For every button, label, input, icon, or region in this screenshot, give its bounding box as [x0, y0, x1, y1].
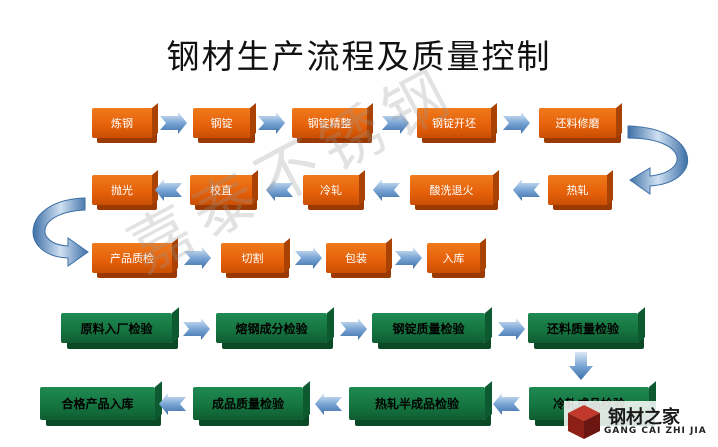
step-product-inspection: 产品质检: [92, 243, 172, 273]
qc-melt-composition-inspection: 熔钢成分检验: [216, 313, 327, 343]
qc-hot-rolled-semi-inspection: 热轧半成品检验: [349, 387, 485, 420]
step-warehousing: 入库: [427, 243, 480, 273]
page-title: 钢材生产流程及质量控制: [166, 37, 552, 76]
arrow-right: [184, 247, 422, 269]
qc-raw-material-inspection: 原料入厂检验: [61, 313, 172, 343]
qc-ingot-quality-inspection: 钢锭质量检验: [372, 313, 485, 343]
brand-logo: 钢材之家 GANG CAI ZHI JIA: [564, 401, 714, 443]
step-cutting: 切割: [221, 243, 284, 273]
step-steelmaking: 炼钢: [92, 108, 152, 138]
logo-pinyin: GANG CAI ZHI JIA: [604, 426, 707, 436]
step-packaging: 包装: [326, 243, 386, 273]
qc-finished-product-inspection: 成品质量检验: [193, 387, 303, 420]
step-hot-rolling: 热轧: [548, 175, 607, 205]
step-ingot-finishing: 钢锭精整: [292, 108, 367, 138]
arrow-down: [569, 352, 593, 380]
qc-qualified-warehousing: 合格产品入库: [40, 387, 155, 420]
step-cold-rolling: 冷轧: [303, 175, 359, 205]
logo-name: 钢材之家: [608, 407, 680, 428]
arrow-left: [155, 179, 540, 201]
cube-icon: [568, 405, 600, 439]
step-polishing: 抛光: [92, 175, 152, 205]
arrow-right: [160, 112, 530, 134]
arrow-left: [159, 393, 520, 415]
curved-arrow-left: [32, 197, 89, 267]
qc-billet-quality-inspection: 还料质量检验: [528, 313, 638, 343]
step-billet-grinding: 还料修磨: [539, 108, 616, 138]
step-ingot: 钢锭: [193, 108, 250, 138]
step-ingot-blooming: 钢锭开坯: [417, 108, 491, 138]
step-pickling-annealing: 酸洗退火: [410, 175, 493, 205]
curved-arrow-right: [627, 125, 689, 195]
step-straightening: 校直: [190, 175, 252, 205]
arrow-right: [183, 318, 525, 340]
